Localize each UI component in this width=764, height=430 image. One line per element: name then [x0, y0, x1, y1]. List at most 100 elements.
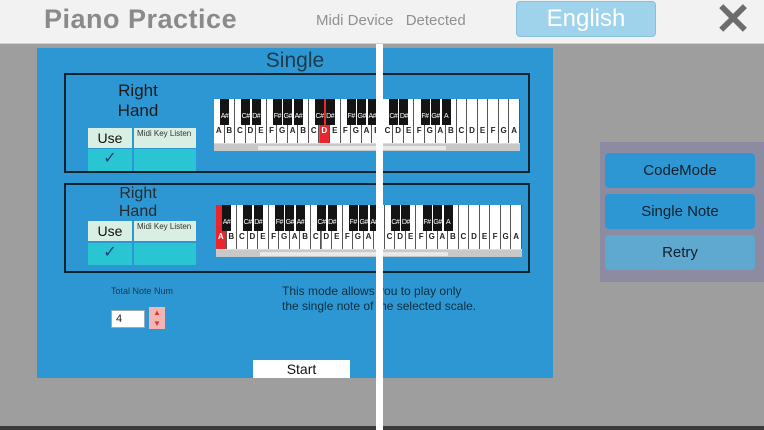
piano-white-key[interactable]: E [258, 205, 269, 249]
piano-white-key[interactable]: B [298, 99, 309, 143]
midi-key-listen-toggle[interactable] [134, 243, 196, 265]
left-hand-label: Right Hand [88, 185, 188, 221]
right-hand-label: Right Hand [88, 81, 188, 121]
piano-black-key[interactable]: A# [367, 99, 377, 125]
midi-key-listen-button[interactable]: Midi Key Listen [134, 128, 196, 148]
piano-white-key[interactable]: G [498, 99, 510, 143]
mode-description-line1: This mode allows you to play only [282, 284, 462, 298]
piano-black-key[interactable]: A [443, 205, 453, 231]
start-button[interactable]: Start [253, 360, 350, 378]
piano-white-key[interactable]: F [490, 205, 501, 249]
midi-detected-label: Detected [405, 12, 466, 29]
midi-device-status: Midi Device Detected [316, 12, 474, 29]
piano-white-key[interactable]: E [405, 205, 417, 249]
piano-white-key[interactable]: F [488, 99, 499, 143]
piano-white-key[interactable]: D [467, 99, 478, 143]
piano-white-key[interactable]: D [469, 205, 480, 249]
piano-black-key[interactable]: D# [251, 99, 261, 125]
piano-white-key[interactable]: E [256, 99, 267, 143]
checkmark-icon: ✓ [103, 150, 117, 167]
piano-black-key[interactable]: C# [243, 205, 253, 231]
hand-label-line1: Right [119, 185, 157, 202]
close-icon[interactable]: ✕ [714, 0, 752, 44]
retry-button[interactable]: Retry [605, 235, 755, 270]
piano-black-key[interactable]: A [441, 99, 451, 125]
piano-white-key[interactable]: A [511, 205, 522, 249]
piano-white-key[interactable]: B [224, 99, 236, 143]
piano-white-key[interactable]: B [300, 205, 311, 249]
piano-white-key[interactable]: B [226, 205, 238, 249]
piano-black-key[interactable]: C# [317, 205, 326, 231]
piano-black-key[interactable]: A# [293, 99, 303, 125]
total-note-num-input[interactable]: 4 [111, 310, 145, 328]
piano-white-key[interactable]: C [456, 99, 468, 143]
piano-black-key[interactable]: F# [420, 99, 430, 125]
piano-black-key[interactable]: F# [274, 205, 284, 231]
piano-black-key[interactable]: D# [325, 99, 335, 125]
note-num-stepper[interactable]: ▲ ▼ [149, 307, 165, 329]
hand-label-line2: Hand [117, 101, 159, 120]
use-button[interactable]: Use [88, 221, 132, 241]
piano-white-key[interactable]: G [500, 205, 512, 249]
piano-white-key[interactable]: A [509, 99, 520, 143]
piano-white-key[interactable]: E [477, 99, 489, 143]
mode-description-line2: the single note of the selected scale. [282, 299, 477, 313]
piano-white-key[interactable]: C [458, 205, 470, 249]
piano-black-key[interactable]: C# [315, 99, 324, 125]
use-checkbox[interactable]: ✓ [88, 243, 132, 265]
piano-black-key[interactable]: G# [357, 99, 366, 125]
app-title: Piano Practice [44, 4, 238, 34]
use-button[interactable]: Use [88, 128, 132, 148]
hand-label-line2: Hand [118, 203, 158, 220]
piano-black-key[interactable]: G# [359, 205, 368, 231]
piano-black-key[interactable]: F# [422, 205, 432, 231]
piano-black-key[interactable]: G# [283, 99, 293, 125]
keyboard-scrollbar[interactable] [216, 249, 522, 257]
piano-black-key[interactable]: D# [327, 205, 337, 231]
right-hand-keyboard[interactable]: ABCDEFGABCDEFGABCDEFGABCDEFGAA#C#D#F#G#A… [214, 99, 520, 151]
piano-white-key[interactable]: B [448, 205, 459, 249]
side-menu: CodeMode Single Note Retry [600, 142, 764, 282]
piano-black-key[interactable]: A# [369, 205, 379, 231]
piano-black-key[interactable]: G# [433, 205, 442, 231]
piano-black-key[interactable]: F# [346, 99, 356, 125]
piano-black-key[interactable]: A# [220, 99, 230, 125]
piano-black-key[interactable]: C# [241, 99, 251, 125]
use-checkbox[interactable]: ✓ [88, 149, 132, 171]
piano-black-key[interactable]: G# [285, 205, 295, 231]
piano-white-key[interactable]: E [330, 99, 341, 143]
piano-black-key[interactable]: D# [401, 205, 411, 231]
hand-label-line1: Right [118, 81, 158, 100]
piano-black-key[interactable]: D# [399, 99, 409, 125]
piano-white-key[interactable]: E [332, 205, 343, 249]
single-note-button[interactable]: Single Note [605, 194, 755, 229]
scrollbar-grip[interactable] [260, 252, 448, 256]
piano-white-key[interactable]: E [403, 99, 415, 143]
piano-black-key[interactable]: F# [348, 205, 358, 231]
piano-black-key[interactable]: A# [295, 205, 305, 231]
top-bar: Piano Practice Midi Device Detected Engl… [0, 0, 764, 44]
divider-line [376, 44, 383, 430]
piano-black-key[interactable]: A# [222, 205, 232, 231]
piano-black-key[interactable]: C# [390, 205, 400, 231]
checkmark-icon: ✓ [103, 244, 117, 261]
language-button[interactable]: English [516, 1, 656, 37]
panel-title: Single [265, 49, 325, 72]
scrollbar-grip[interactable] [258, 146, 446, 150]
piano-white-key[interactable]: E [479, 205, 491, 249]
piano-black-key[interactable]: G# [431, 99, 440, 125]
stepper-down-icon[interactable]: ▼ [149, 318, 165, 329]
code-mode-button[interactable]: CodeMode [605, 153, 755, 188]
midi-device-label: Midi Device [316, 12, 394, 29]
keyboard-scrollbar[interactable] [214, 143, 520, 151]
stepper-up-icon[interactable]: ▲ [149, 307, 165, 318]
midi-key-listen-button[interactable]: Midi Key Listen [134, 221, 196, 241]
piano-black-key[interactable]: F# [272, 99, 282, 125]
midi-key-listen-toggle[interactable] [134, 149, 196, 171]
piano-black-key[interactable]: D# [253, 205, 263, 231]
piano-white-key[interactable]: B [446, 99, 457, 143]
piano-black-key[interactable]: C# [388, 99, 398, 125]
left-hand-keyboard[interactable]: ABCDEFGABCDEFGABCDEFGABCDEFGAA#C#D#F#G#A… [216, 205, 522, 257]
